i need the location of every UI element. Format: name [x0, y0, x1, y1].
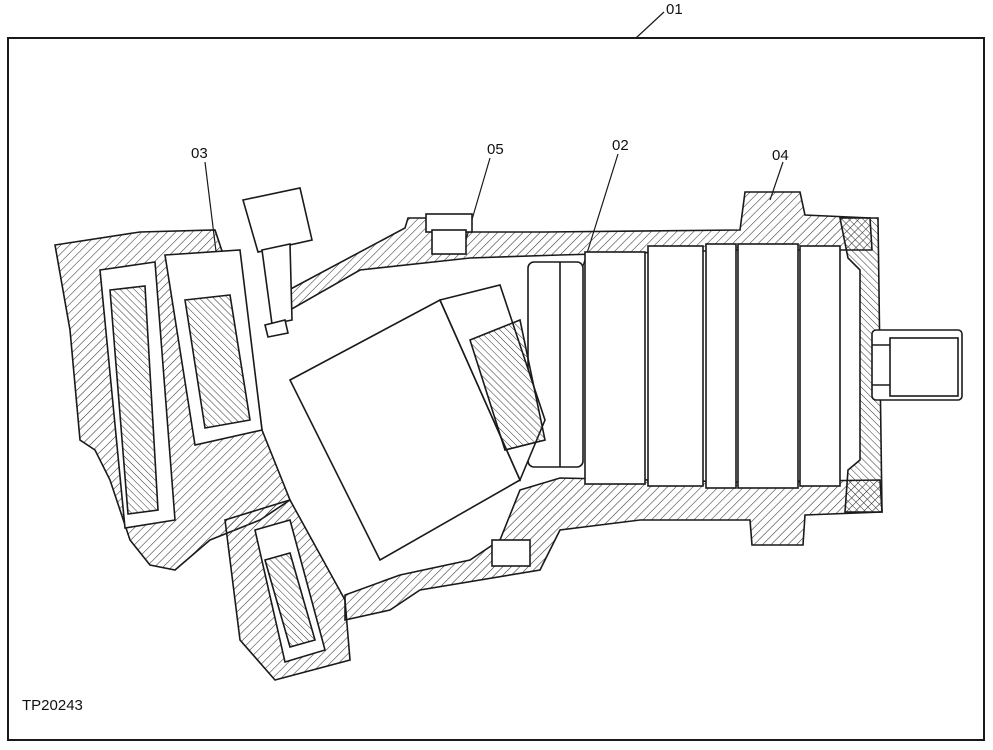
- figure-id: TP20243: [22, 697, 83, 714]
- callout-05: 05: [487, 141, 504, 158]
- lower-bolt: [491, 539, 531, 567]
- lower-port-assembly: [224, 499, 351, 681]
- cylinder-block: [527, 243, 841, 489]
- callout-01: 01: [666, 1, 683, 18]
- flange-bolt: [425, 213, 473, 255]
- callout-04: 04: [772, 147, 789, 164]
- piston-drum: [288, 284, 546, 562]
- valve-block: [54, 229, 291, 571]
- motor-housing: [268, 191, 883, 621]
- output-shaft: [871, 329, 963, 401]
- callout-02: 02: [612, 137, 629, 154]
- top-plug: [241, 187, 313, 338]
- callout-03: 03: [191, 145, 208, 162]
- figure-frame: [7, 37, 985, 741]
